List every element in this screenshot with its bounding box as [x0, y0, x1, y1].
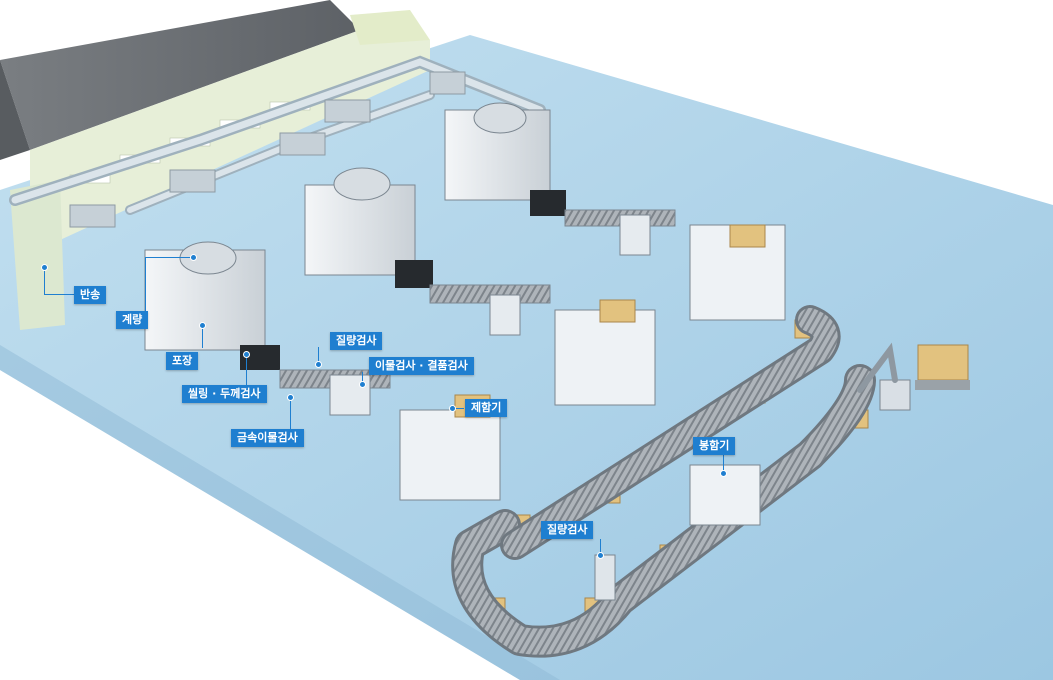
- label-weighing: 계량: [116, 311, 149, 329]
- mass-check-1-leader: [318, 347, 319, 363]
- packing-dot: [199, 322, 206, 329]
- palletizing-robot: [857, 342, 970, 411]
- case-sealer-leader: [723, 455, 724, 473]
- packing-line-3: [444, 102, 676, 256]
- transport-dot: [41, 264, 48, 271]
- foreign-defect-dot: [359, 381, 366, 388]
- label-packing: 포장: [166, 352, 199, 370]
- box-former-dot: [449, 405, 456, 412]
- box-formers: [399, 224, 786, 501]
- case-sealer-dot: [720, 470, 727, 477]
- mass-check-1-dot: [315, 361, 322, 368]
- label-foreign-defect: 이물검사 · 결품검사: [369, 357, 474, 375]
- weighing-dot: [190, 254, 197, 261]
- label-mass-check-1: 질량검사: [330, 332, 383, 350]
- label-box-former: 제함기: [465, 399, 508, 417]
- label-mass-check-2: 질량검사: [541, 521, 594, 539]
- overhead-conveyor: [9, 55, 546, 228]
- box-former-leader: [452, 408, 464, 409]
- weighing-leader: [145, 257, 193, 311]
- metal-detect-leader: [290, 398, 291, 430]
- label-case-sealer: 봉함기: [693, 437, 736, 455]
- floor-edge-shade: [0, 345, 560, 680]
- checkweigher: [594, 554, 616, 601]
- main-conveyor: [451, 305, 876, 658]
- packing-line-2: [304, 167, 551, 336]
- metal-detect-dot: [287, 394, 294, 401]
- transport-leader: [44, 269, 74, 295]
- packing-leader: [202, 326, 203, 348]
- label-metal-detect: 금속이물검사: [231, 429, 304, 447]
- sealing-leader: [246, 355, 247, 385]
- mass-check-2-leader: [600, 539, 601, 555]
- foreign-defect-leader: [362, 372, 363, 382]
- label-transport: 반송: [74, 286, 107, 304]
- mass-check-2-dot: [597, 552, 604, 559]
- sealing-dot: [243, 351, 250, 358]
- label-sealing-thickness: 씰링 · 두께검사: [182, 385, 267, 403]
